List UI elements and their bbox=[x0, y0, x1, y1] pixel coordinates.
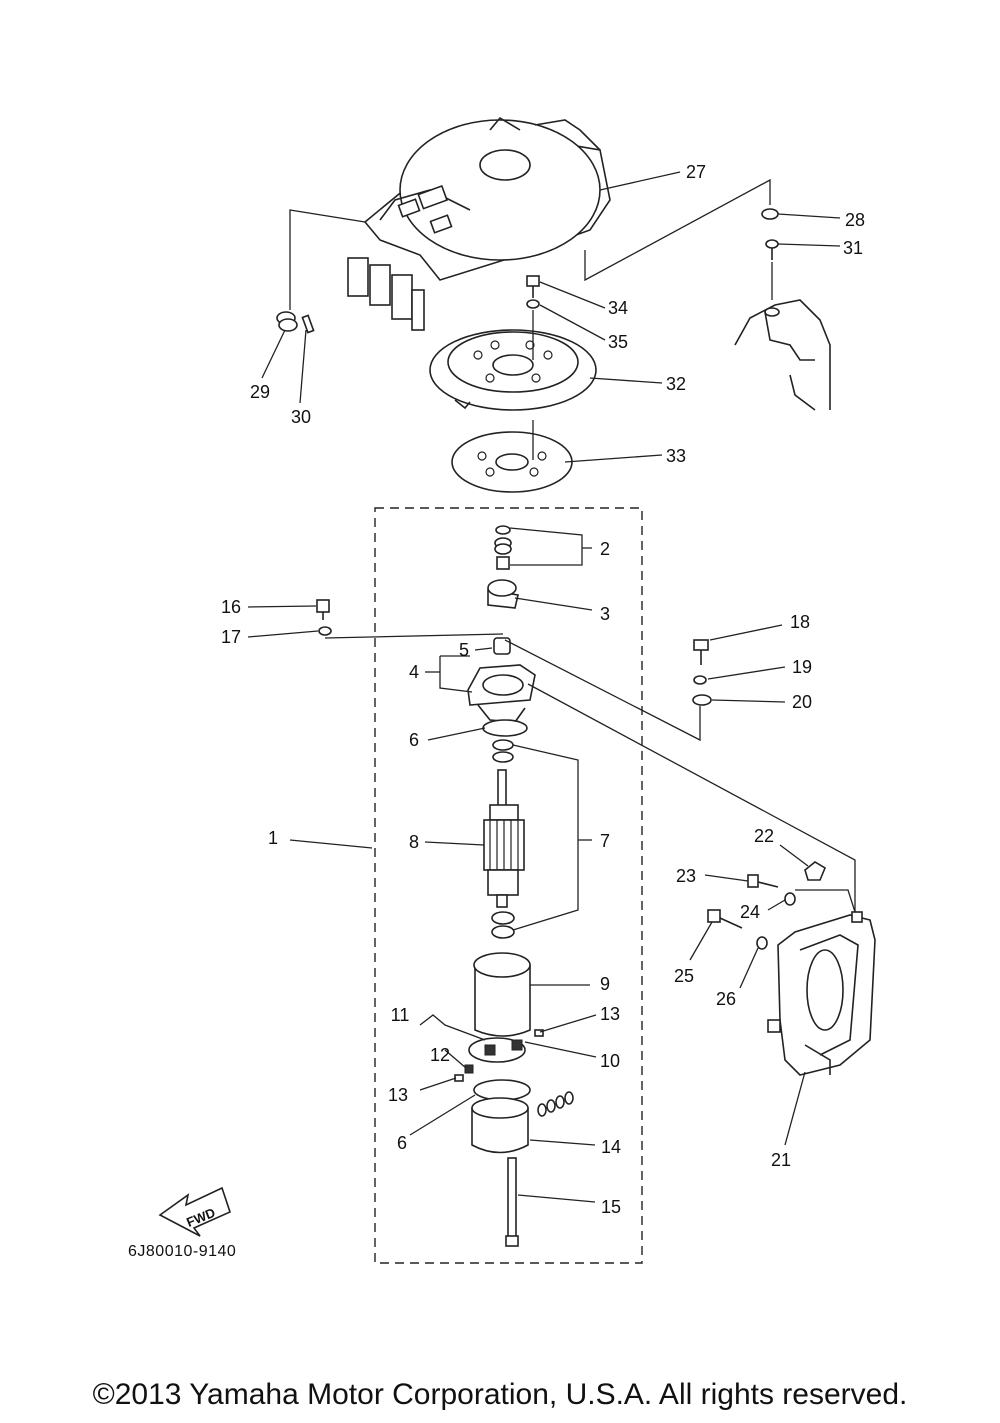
brush-part-12 bbox=[464, 1064, 474, 1074]
assembly-line bbox=[527, 683, 856, 912]
callout-25: 25 bbox=[673, 966, 695, 986]
clamp-part-22 bbox=[804, 861, 827, 881]
callout-26: 26 bbox=[715, 989, 737, 1009]
starter-bracket-part-21 bbox=[767, 911, 876, 1076]
armature-part-8 bbox=[483, 769, 525, 908]
callout-13-lower: 13 bbox=[387, 1085, 409, 1105]
callout-4: 4 bbox=[408, 662, 420, 682]
callout-7: 7 bbox=[599, 831, 611, 851]
bolt-part-25 bbox=[707, 909, 743, 929]
washer-part-19 bbox=[693, 675, 707, 685]
washer-part-17 bbox=[318, 626, 332, 636]
assembly-line bbox=[584, 178, 771, 282]
flywheel-cover-part-27 bbox=[347, 116, 611, 331]
callout-20: 20 bbox=[791, 692, 813, 712]
front-bracket-part-4 bbox=[467, 664, 536, 723]
callout-24: 24 bbox=[739, 902, 761, 922]
callout-14: 14 bbox=[600, 1137, 622, 1157]
callout-27: 27 bbox=[685, 162, 707, 182]
collar-part-31 bbox=[765, 239, 779, 260]
callout-leaders bbox=[247, 171, 841, 1203]
callout-29: 29 bbox=[249, 382, 271, 402]
copyright-notice: ©2013 Yamaha Motor Corporation, U.S.A. A… bbox=[92, 1378, 908, 1411]
plate-part-32 bbox=[429, 329, 597, 411]
brush-holder-part-11 bbox=[468, 1037, 526, 1063]
assembly-line bbox=[504, 639, 701, 742]
callout-13-upper: 13 bbox=[599, 1004, 621, 1024]
callout-12: 12 bbox=[429, 1045, 451, 1065]
bolt-part-34 bbox=[526, 275, 540, 298]
callout-1: 1 bbox=[267, 828, 279, 848]
callout-18: 18 bbox=[789, 612, 811, 632]
washer-part-20 bbox=[692, 694, 712, 706]
callout-21: 21 bbox=[770, 1150, 792, 1170]
callout-32: 32 bbox=[665, 374, 687, 394]
callout-9: 9 bbox=[599, 974, 611, 994]
assembly-line bbox=[289, 209, 366, 310]
plate-part-33 bbox=[451, 431, 573, 493]
callout-5: 5 bbox=[458, 640, 470, 660]
washer-part-35 bbox=[526, 299, 540, 309]
callout-10: 10 bbox=[599, 1051, 621, 1071]
callout-33: 33 bbox=[665, 446, 687, 466]
clip-spring-part-2 bbox=[494, 525, 512, 570]
assembly-line bbox=[795, 889, 856, 913]
through-bolt-part-15 bbox=[505, 1157, 519, 1247]
bolt-part-23 bbox=[747, 874, 779, 888]
collar-part-30 bbox=[301, 314, 315, 334]
callout-19: 19 bbox=[791, 657, 813, 677]
callout-8: 8 bbox=[408, 832, 420, 852]
callout-23: 23 bbox=[675, 866, 697, 886]
callout-22: 22 bbox=[753, 826, 775, 846]
callout-31: 31 bbox=[842, 238, 864, 258]
drawing-code: 6J80010-9140 bbox=[128, 1243, 237, 1260]
bushing-part-5 bbox=[493, 637, 511, 655]
spring-part-13 bbox=[454, 1074, 464, 1082]
callout-11: 11 bbox=[390, 1005, 410, 1025]
callout-3: 3 bbox=[599, 604, 611, 624]
callout-17: 17 bbox=[220, 627, 242, 647]
rear-cover-part-14 bbox=[471, 1091, 574, 1154]
bolt-part-16 bbox=[316, 599, 330, 620]
fwd-arrow-icon: FWD bbox=[158, 1186, 231, 1237]
washer-part-26 bbox=[756, 936, 768, 950]
bolt-part-18 bbox=[693, 639, 709, 665]
yoke-part-9 bbox=[473, 952, 531, 1037]
starter-assembly-boundary bbox=[374, 507, 643, 1264]
o-ring-part-6 bbox=[482, 719, 528, 737]
o-ring-part-6 bbox=[473, 1079, 531, 1101]
spring-part-13 bbox=[534, 1029, 544, 1037]
callout-16: 16 bbox=[220, 597, 242, 617]
callout-30: 30 bbox=[290, 407, 312, 427]
callout-2: 2 bbox=[599, 539, 611, 559]
grommet-part-28 bbox=[761, 208, 779, 220]
assembly-line bbox=[324, 633, 504, 639]
callout-6-lower: 6 bbox=[396, 1133, 408, 1153]
grommet-part-29 bbox=[276, 311, 298, 332]
callout-15: 15 bbox=[600, 1197, 622, 1217]
pinion-gear-part-3 bbox=[487, 579, 519, 609]
callout-35: 35 bbox=[607, 332, 629, 352]
engine-mount-fragment bbox=[734, 299, 831, 411]
callout-28: 28 bbox=[844, 210, 866, 230]
washer-part-24 bbox=[784, 892, 796, 906]
washer-set-part-7 bbox=[491, 739, 515, 939]
callout-34: 34 bbox=[607, 298, 629, 318]
callout-6-upper: 6 bbox=[408, 730, 420, 750]
